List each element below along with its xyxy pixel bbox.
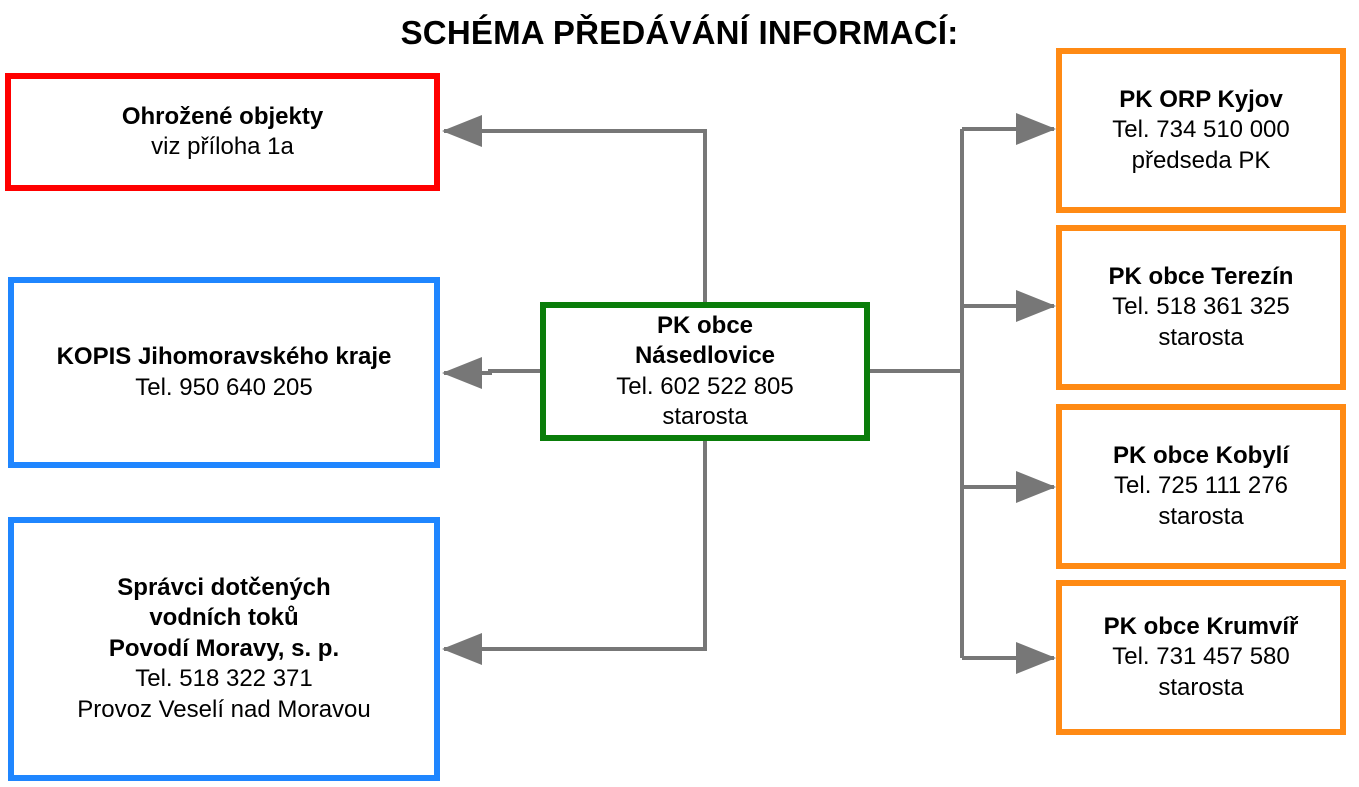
watercourse-name-line2: vodních toků xyxy=(149,604,299,632)
watercourse-phone: Tel. 518 322 371 xyxy=(135,665,313,693)
threatened-objects-box: Ohrožené objekty viz příloha 1a xyxy=(5,73,440,191)
watercourse-managers-box: Správci dotčených vodních toků Povodí Mo… xyxy=(8,517,440,781)
kopis-name: KOPIS Jihomoravského kraje xyxy=(56,343,392,370)
watercourse-name-line3: Povodí Moravy, s. p. xyxy=(108,634,340,662)
diagram-title: SCHÉMA PŘEDÁVÁNÍ INFORMACÍ: xyxy=(400,14,959,51)
krumvir-box: PK obce Krumvíř Tel. 731 457 580 starost… xyxy=(1056,580,1346,735)
threatened-objects-note: viz příloha 1a xyxy=(151,133,294,160)
kobyli-box: PK obce Kobylí Tel. 725 111 276 starosta xyxy=(1056,404,1346,569)
krumvir-role: starosta xyxy=(1158,673,1244,701)
watercourse-name-line1: Správci dotčených xyxy=(117,573,331,601)
watercourse-site: Provoz Veselí nad Moravou xyxy=(77,695,371,723)
terezin-role: starosta xyxy=(1158,323,1244,351)
connector-to-threatened xyxy=(442,115,707,304)
center-phone: Tel. 602 522 805 xyxy=(616,372,794,400)
terezin-name: PK obce Terezín xyxy=(1108,262,1294,290)
kyjov-box: PK ORP Kyjov Tel. 734 510 000 předseda P… xyxy=(1056,48,1346,213)
krumvir-phone: Tel. 731 457 580 xyxy=(1112,643,1290,671)
kopis-phone: Tel. 950 640 205 xyxy=(135,373,313,401)
center-role: starosta xyxy=(662,403,748,430)
kobyli-name: PK obce Kobylí xyxy=(1112,441,1290,469)
kyjov-name: PK ORP Kyjov xyxy=(1119,85,1283,113)
center-crisis-staff-box: PK obce Násedlovice Tel. 602 522 805 sta… xyxy=(540,302,870,441)
connector-to-kopis xyxy=(442,357,541,389)
threatened-objects-name: Ohrožené objekty xyxy=(121,102,324,130)
kyjov-role: předseda PK xyxy=(1131,146,1271,174)
terezin-phone: Tel. 518 361 325 xyxy=(1112,293,1290,321)
kobyli-phone: Tel. 725 111 276 xyxy=(1114,472,1288,500)
center-name-line1: PK obce xyxy=(656,311,754,339)
terezin-box: PK obce Terezín Tel. 518 361 325 starost… xyxy=(1056,225,1346,390)
center-name-line2: Násedlovice xyxy=(634,342,776,369)
kyjov-phone: Tel. 734 510 000 xyxy=(1112,116,1290,144)
krumvir-name: PK obce Krumvíř xyxy=(1103,612,1299,640)
kobyli-role: starosta xyxy=(1158,502,1244,530)
connector-to-watercourse xyxy=(442,440,707,665)
kopis-box: KOPIS Jihomoravského kraje Tel. 950 640 … xyxy=(8,277,440,468)
